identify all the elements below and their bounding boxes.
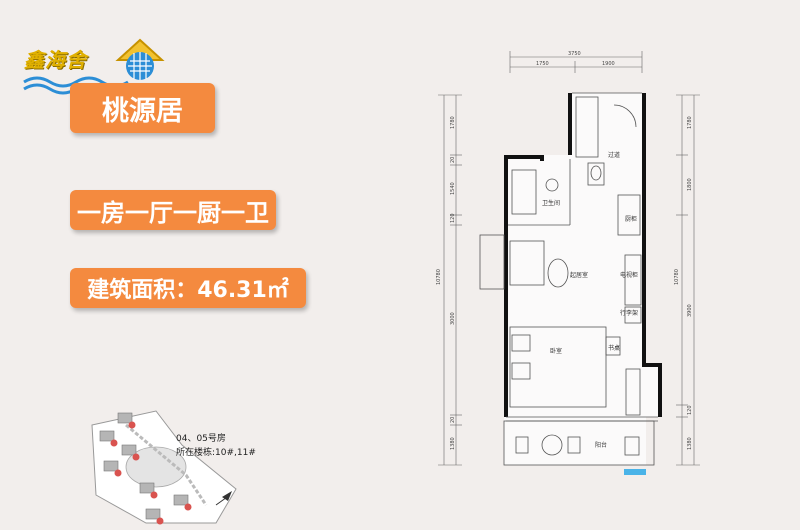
dim-left-2: 20 bbox=[450, 157, 456, 163]
room-corridor: 过道 bbox=[608, 151, 620, 159]
project-name-tag: 桃源居 bbox=[70, 83, 215, 133]
dim-left-1: 1780 bbox=[450, 116, 456, 129]
dim-top-left: 1750 bbox=[536, 61, 549, 67]
room-bedroom: 卧室 bbox=[550, 347, 562, 355]
unit-info: 04、05号房 所在楼栋:10#,11# bbox=[176, 432, 256, 460]
dim-top-right: 1900 bbox=[602, 61, 615, 67]
dim-right-total: 10780 bbox=[674, 269, 680, 285]
house-wave-icon bbox=[115, 38, 165, 80]
dim-left-total: 10780 bbox=[436, 269, 442, 285]
unit-area: 建筑面积：46.31㎡ bbox=[87, 278, 289, 303]
dim-left-4: 120 bbox=[450, 213, 456, 223]
room-balcony: 阳台 bbox=[595, 441, 607, 449]
dim-left-3: 1540 bbox=[450, 182, 456, 195]
dim-left-5: 3000 bbox=[450, 312, 456, 325]
room-tv-cabinet: 电视柜 bbox=[620, 271, 638, 279]
dim-right-1: 1780 bbox=[687, 116, 693, 129]
room-kitchen: 厨柜 bbox=[625, 215, 637, 223]
area-tag: 建筑面积：46.31㎡ bbox=[70, 268, 306, 308]
dim-top-total: 3750 bbox=[568, 51, 581, 57]
room-bathroom: 卫生间 bbox=[542, 199, 560, 207]
dim-right-3: 3900 bbox=[687, 304, 693, 317]
building-numbers: 所在楼栋:10#,11# bbox=[176, 448, 256, 458]
dim-right-5: 1380 bbox=[687, 437, 693, 450]
dim-right-2: 1800 bbox=[687, 178, 693, 191]
site-map bbox=[91, 410, 237, 525]
room-numbers: 04、05号房 bbox=[176, 434, 226, 444]
room-shoe-cabinet: 行李架 bbox=[620, 309, 638, 317]
room-desk: 书桌 bbox=[608, 344, 620, 352]
dim-right-4: 120 bbox=[687, 405, 693, 415]
unit-type: 一房一厅一厨一卫 bbox=[77, 198, 269, 227]
room-living: 起居室 bbox=[570, 271, 588, 279]
dim-left-6: 20 bbox=[450, 417, 456, 423]
unit-type-tag: 一房一厅一厨一卫 bbox=[70, 190, 276, 230]
floor-plan: 3750 1750 1900 10780 1780 20 1540 120 30… bbox=[436, 51, 700, 475]
project-name: 桃源居 bbox=[102, 95, 183, 127]
logo-text: 鑫海舍 bbox=[24, 48, 87, 72]
dim-left-7: 1380 bbox=[450, 437, 456, 450]
